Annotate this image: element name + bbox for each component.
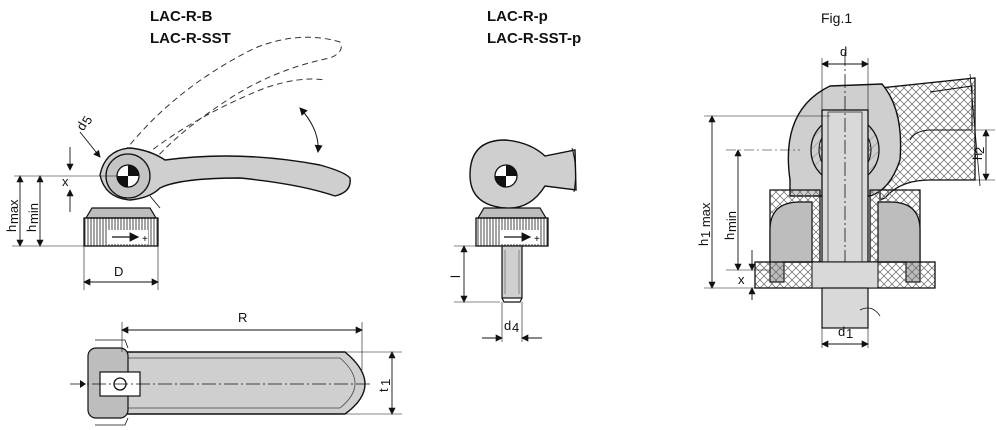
dim-h2-sub: 2 <box>972 147 987 154</box>
dims-threaded-pin: l d 4 <box>448 245 542 342</box>
figure-label: Fig.1 <box>821 10 853 26</box>
dims-fig1: d d 1 h 1 max h min x h 2 <box>696 44 995 348</box>
dim-l: l <box>448 275 463 278</box>
dims-top-view: R t 1 <box>121 310 402 415</box>
dim-h1max-sub: 1 max <box>698 202 713 238</box>
dim-h2: h <box>970 153 985 160</box>
dim-d4-sub: 4 <box>512 320 519 335</box>
lever-open-outline <box>117 36 342 166</box>
lever-body <box>99 147 351 201</box>
cross-section-fig1 <box>754 52 981 329</box>
dim-h1max: h <box>696 239 711 246</box>
lever-side-view: + <box>83 36 351 247</box>
dim-d1-sub: 1 <box>846 326 853 341</box>
dim-hmax: h <box>4 225 19 232</box>
nut-top <box>84 207 158 219</box>
variant-label-b: LAC-R-B <box>150 8 213 25</box>
dim-hmin: h <box>24 225 39 232</box>
dim-d: d <box>840 44 847 59</box>
svg-text:+: + <box>142 234 148 245</box>
dim-h-min-sub: min <box>724 211 739 232</box>
dim-R: R <box>238 310 247 325</box>
dim-t1: t <box>376 388 391 392</box>
lever-threaded-pin: + <box>469 139 577 303</box>
dim-h-min: h <box>722 233 737 240</box>
svg-text:+: + <box>534 234 540 245</box>
dims-side-view: d 5 x h max h min D <box>4 113 161 290</box>
dim-t1-sub: 1 <box>378 379 393 386</box>
dim-d4: d <box>504 318 511 333</box>
dim-hmin-sub: min <box>26 203 41 224</box>
dim-D: D <box>114 264 123 279</box>
dim-d1: d <box>838 324 845 339</box>
threaded-pin <box>501 245 523 299</box>
dim-x-fig: x <box>738 272 745 287</box>
lever-top-view <box>70 339 370 426</box>
variant-label-sst: LAC-R-SST <box>150 30 231 47</box>
variant-label-sst-p: LAC-R-SST-p <box>487 30 582 47</box>
dim-hmax-sub: max <box>6 199 21 224</box>
dim-x: x <box>62 174 69 189</box>
variant-label-p: LAC-R-p <box>487 8 548 25</box>
